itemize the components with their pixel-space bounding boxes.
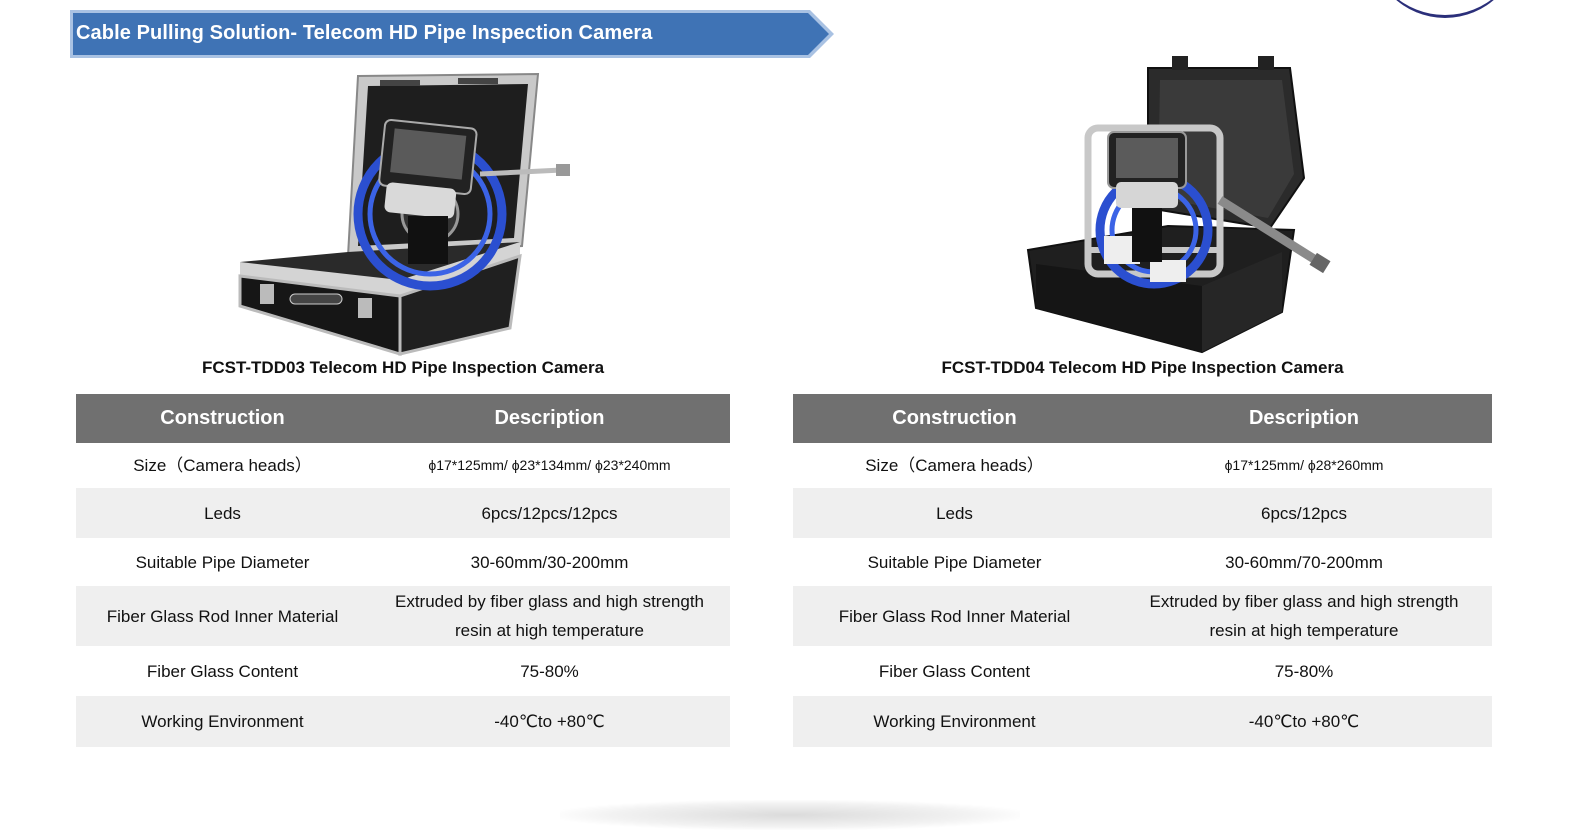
cell-description: ϕ17*125mm/ ϕ28*260mm [1224,457,1384,473]
table-header-row: Construction Description [793,394,1492,443]
cell-construction: Leds [793,488,1116,538]
cell-description: 75-80% [520,661,579,681]
title-banner: Cable Pulling Solution- Telecom HD Pipe … [68,8,838,60]
header-construction: Construction [793,394,1116,443]
cell-description: 6pcs/12pcs [1116,488,1492,538]
cell-construction: Working Environment [793,696,1116,747]
cell-description: -40℃to +80℃ [369,696,730,747]
tdd04-spec-table: Construction Description Size（Camera hea… [793,394,1492,747]
table-row: Fiber Glass Rod Inner Material Extruded … [793,586,1492,646]
table-row: Working Environment -40℃to +80℃ [76,696,730,747]
cell-description: Extruded by fiber glass and high strengt… [1116,586,1492,646]
cell-construction: Size（Camera heads） [133,456,312,475]
description-line: resin at high temperature [1209,621,1399,640]
cell-construction: Suitable Pipe Diameter [135,552,310,572]
table-row: Fiber Glass Content 75-80% [76,646,730,696]
header-description: Description [369,394,730,443]
tdd03-caption: FCST-TDD03 Telecom HD Pipe Inspection Ca… [201,358,605,377]
table-row: Fiber Glass Content 75-80% [793,646,1492,696]
description-line: Extruded by fiber glass and high strengt… [394,592,705,611]
cell-description: 75-80% [1274,661,1334,681]
cell-description: ϕ17*125mm/ ϕ23*134mm/ ϕ23*240mm [428,457,671,473]
cell-construction: Working Environment [76,696,369,747]
tdd03-product-image [238,72,570,357]
cell-construction: Fiber Glass Content [146,661,299,681]
description-line: resin at high temperature [455,621,644,640]
tdd04-product-image [1026,56,1331,354]
cell-description: Extruded by fiber glass and high strengt… [369,586,730,646]
cell-description: 6pcs/12pcs/12pcs [369,488,730,538]
cell-description: 30-60mm/30-200mm [470,552,629,572]
table-row: Suitable Pipe Diameter 30-60mm/70-200mm [793,538,1492,586]
bottom-shadow [560,800,1020,830]
table-row: Size（Camera heads） ϕ17*125mm/ ϕ28*260mm [793,443,1492,488]
table-row: Working Environment -40℃to +80℃ [793,696,1492,747]
tdd03-spec-table: Construction Description Size（Camera hea… [76,394,730,747]
table-row: Leds 6pcs/12pcs [793,488,1492,538]
table-row: Leds 6pcs/12pcs/12pcs [76,488,730,538]
cell-construction: Fiber Glass Rod Inner Material [793,586,1116,646]
banner-arrow-shape [70,10,834,58]
table-row: Size（Camera heads） ϕ17*125mm/ ϕ23*134mm/… [76,443,730,488]
page-title: Cable Pulling Solution- Telecom HD Pipe … [76,22,653,44]
table-row: Fiber Glass Rod Inner Material Extruded … [76,586,730,646]
cell-construction: Size（Camera heads） [865,456,1044,475]
tdd04-caption: FCST-TDD04 Telecom HD Pipe Inspection Ca… [941,358,1344,377]
description-line: Extruded by fiber glass and high strengt… [1149,592,1459,611]
header-construction: Construction [76,394,369,443]
table-row: Suitable Pipe Diameter 30-60mm/30-200mm [76,538,730,586]
cell-description: -40℃to +80℃ [1116,696,1492,747]
cell-construction: Leds [76,488,369,538]
logo-fragment [1370,0,1520,18]
cell-construction: Suitable Pipe Diameter [867,552,1042,572]
cell-construction: Fiber Glass Rod Inner Material [76,586,369,646]
cell-description: 30-60mm/70-200mm [1225,552,1383,572]
table-header-row: Construction Description [76,394,730,443]
header-description: Description [1116,394,1492,443]
cell-construction: Fiber Glass Content [878,661,1031,681]
